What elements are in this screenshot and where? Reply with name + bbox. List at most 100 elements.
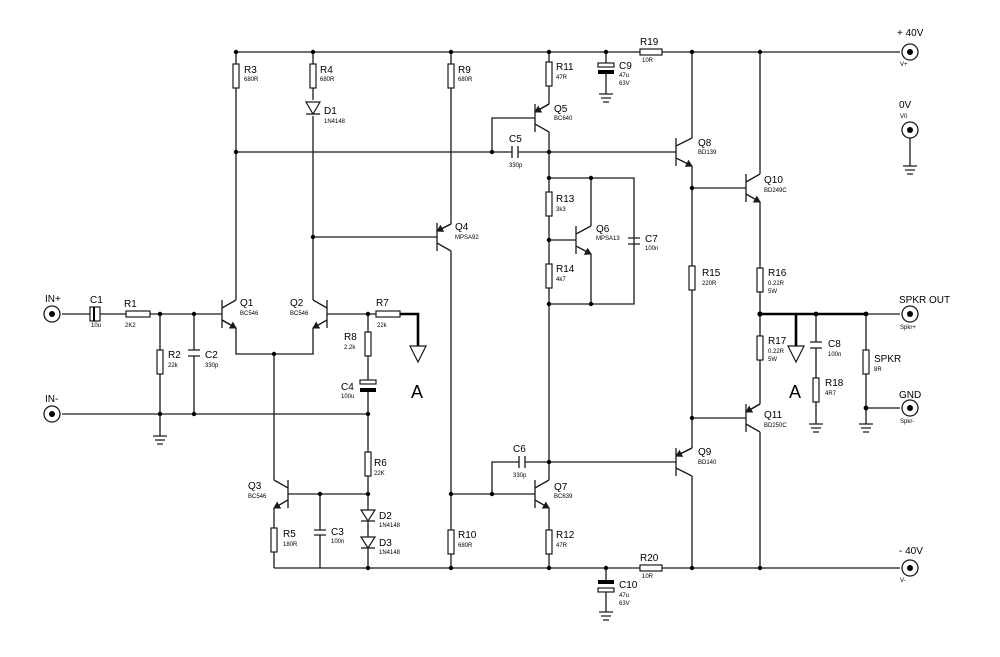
c8-value: 100n [828, 352, 841, 358]
c8-capacitor: C8 100n [810, 314, 841, 378]
r11-resistor: R11 47R [545, 52, 574, 104]
r10-value: 680R [458, 543, 473, 549]
r8-value: 2.2k [344, 345, 356, 351]
v0-sub: V0 [900, 114, 908, 120]
r17-value: 0.22R [768, 349, 785, 355]
c1-ref: C1 [90, 295, 103, 306]
q5-transistor: Q5 BC640 [534, 103, 573, 178]
c1-capacitor: C1 10u [89, 295, 103, 329]
r14-ref: R14 [556, 264, 575, 275]
spkr-out-terminal[interactable]: SPKR OUT Spkr+ [899, 295, 950, 331]
q11-ref: Q11 [764, 410, 783, 421]
r16-value: 0.22R [768, 281, 785, 287]
d1-ref: D1 [324, 106, 337, 117]
q3-value: BC546 [248, 494, 267, 500]
v-plus-sub: V+ [900, 62, 908, 68]
c2-value: 330p [205, 363, 219, 369]
q9-transistor: Q9 BD140 [675, 447, 717, 568]
in-plus-terminal[interactable]: IN+ [43, 294, 61, 323]
c7-capacitor: C7 100n [628, 234, 658, 252]
in-plus-label: IN+ [45, 294, 61, 305]
r19-resistor: R19 10R [639, 37, 663, 64]
c10-capacitor: C10 47u 63V [597, 568, 638, 621]
v-minus-terminal[interactable]: - 40V V- [899, 546, 923, 584]
r5-resistor: R5 180R [270, 527, 298, 553]
c5-capacitor: C5 330p [509, 134, 523, 169]
q9-ref: Q9 [698, 447, 712, 458]
r19-ref: R19 [640, 37, 659, 48]
c1-value: 10u [91, 323, 101, 329]
r18-ref: R18 [825, 378, 844, 389]
v0-terminal[interactable]: 0V V0 [899, 100, 919, 175]
r4-resistor: R4 680R [309, 52, 335, 300]
r14-resistor: R14 4k7 [545, 263, 575, 480]
c5-ref: C5 [509, 134, 522, 145]
r3-resistor: R3 680R [232, 52, 259, 300]
d3-value: 1N4148 [379, 550, 401, 556]
r11-value: 47R [556, 75, 568, 81]
v-plus-terminal[interactable]: + 40V V+ [897, 28, 924, 68]
r17-ref: R17 [768, 336, 787, 347]
r5-value: 180R [283, 542, 298, 548]
q4-transistor: Q4 MPSA92 [436, 222, 479, 530]
r9-resistor: R9 680R [447, 52, 473, 224]
c6-capacitor: C6 330p [513, 444, 527, 479]
r10-resistor: R10 680R [447, 529, 477, 568]
r19-value: 10R [642, 58, 654, 64]
gnd-terminal[interactable]: GND Spkr- [899, 390, 921, 425]
r18-resistor: R18 4R7 [809, 377, 844, 433]
r6-resistor: R6 22K [364, 414, 387, 510]
v0-label: 0V [899, 100, 912, 111]
q7-transistor: Q7 BC639 [534, 479, 573, 509]
q3-transistor: Q3 BC546 [248, 479, 289, 509]
v-minus-label: - 40V [899, 546, 923, 557]
spkr-load: SPKR 8R [859, 314, 901, 433]
r2-value: 22k [168, 363, 179, 369]
spkr-out-sub: Spkr+ [900, 325, 916, 331]
r17-value2: 5W [768, 357, 777, 363]
c9-ref: C9 [619, 61, 632, 72]
q4-ref: Q4 [455, 222, 469, 233]
gnd-label: GND [899, 390, 921, 401]
c7-value: 100n [645, 246, 658, 252]
r10-ref: R10 [458, 530, 477, 541]
r9-ref: R9 [458, 65, 471, 76]
spkr-ref: SPKR [874, 354, 901, 365]
c9-value: 47u [619, 73, 629, 79]
c7-ref: C7 [645, 234, 658, 245]
q11-value: BD250C [764, 423, 787, 429]
r2-ref: R2 [168, 350, 181, 361]
c8-ref: C8 [828, 339, 841, 350]
r20-value: 10R [642, 574, 654, 580]
r12-resistor: R12 47R [545, 508, 575, 568]
c5-value: 330p [509, 163, 523, 169]
q6-transistor: Q6 MPSA13 [575, 178, 620, 304]
r12-ref: R12 [556, 530, 575, 541]
r4-value: 680R [320, 77, 335, 83]
r7-ref: R7 [376, 298, 389, 309]
r13-ref: R13 [556, 194, 575, 205]
c3-ref: C3 [331, 527, 344, 538]
r6-ref: R6 [374, 458, 387, 469]
c4-value: 100u [341, 394, 354, 400]
c4-capacitor: C4 100u [341, 379, 377, 414]
marker-a-right: A [787, 345, 805, 402]
q8-value: BD139 [698, 150, 717, 156]
q1-ref: Q1 [240, 298, 254, 309]
d2-diode: D2 1N4148 [359, 509, 401, 537]
q10-ref: Q10 [764, 175, 783, 186]
q2-transistor: Q2 BC546 [274, 298, 376, 355]
spkr-out-label: SPKR OUT [899, 295, 950, 306]
in-minus-terminal[interactable]: IN- [43, 394, 61, 423]
r20-resistor: R20 10R [639, 553, 663, 580]
r13-resistor: R13 3k3 [545, 178, 575, 264]
q5-ref: Q5 [554, 104, 568, 115]
c3-capacitor: C3 100n [314, 494, 344, 568]
r1-resistor: R1 2K2 [124, 299, 151, 329]
r20-ref: R20 [640, 553, 659, 564]
r15-resistor: R15 220R [688, 265, 721, 448]
marker-a-left-text: A [411, 382, 423, 402]
r11-ref: R11 [556, 62, 574, 73]
r8-resistor: R8 2.2k [344, 314, 372, 380]
